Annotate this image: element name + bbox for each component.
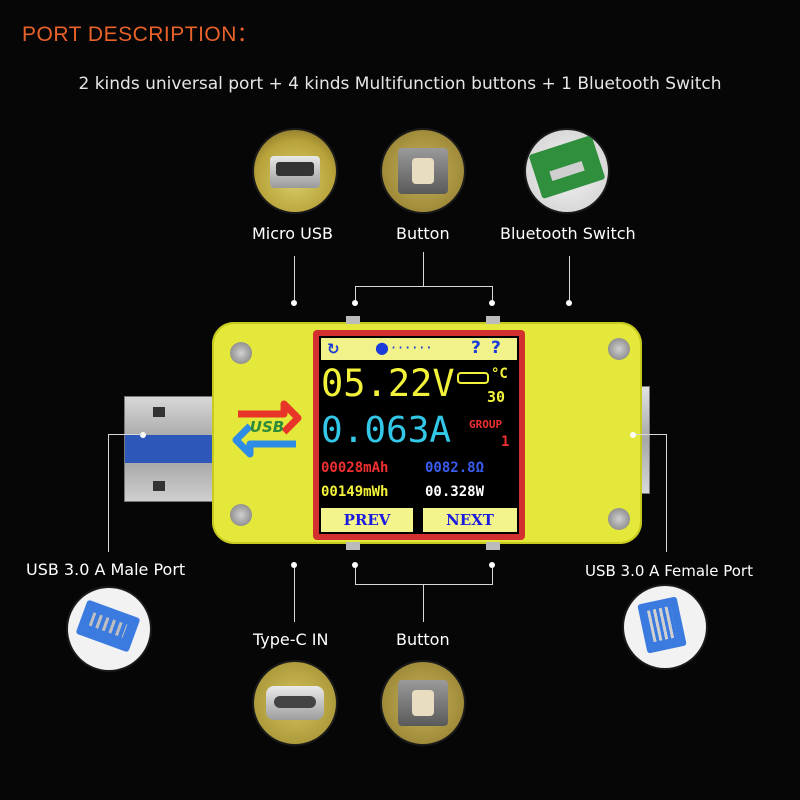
micro-usb-photo [254, 130, 336, 212]
side-button[interactable] [486, 542, 500, 550]
button-top-leader [423, 252, 424, 286]
usb-male-leader-h [108, 434, 142, 435]
button-bottom-bracket [355, 584, 493, 585]
bluetooth-switch-photo [526, 130, 608, 212]
refresh-icon: ↻ [327, 340, 340, 358]
usb-female-leader-v [666, 434, 667, 552]
group-label: GROUP [469, 418, 503, 431]
usb-female-dot [630, 432, 636, 438]
next-button[interactable]: NEXT [423, 508, 517, 532]
button-bottom-dot-right [489, 562, 495, 568]
ohm-value: 0082.8Ω [425, 460, 485, 476]
usb-female-label: USB 3.0 A Female Port [585, 562, 753, 580]
page-title: PORT DESCRIPTION： [22, 23, 259, 46]
bluetooth-switch-label: Bluetooth Switch [500, 224, 636, 243]
type-c-dot [291, 562, 297, 568]
button-bottom-dot-left [352, 562, 358, 568]
button-top-bracket-right [492, 286, 493, 300]
button-top-bracket [355, 286, 493, 287]
screw [608, 508, 630, 530]
usb-female-photo [624, 586, 706, 668]
lcd-bezel: ↻ ●······ ? ? 05.22V °C 30 0.063A GROUP … [313, 330, 525, 540]
micro-usb-leader [294, 256, 295, 300]
usb-male-plug [124, 396, 218, 502]
button-bottom-photo [382, 662, 464, 744]
bluetooth-leader [569, 256, 570, 300]
button-bottom-bracket-right [492, 568, 493, 584]
temp-unit: °C [491, 366, 508, 382]
thermometer-icon [457, 372, 489, 384]
bluetooth-dot [566, 300, 572, 306]
status-question: ? [471, 338, 481, 358]
side-button[interactable] [346, 316, 360, 324]
side-button[interactable] [346, 542, 360, 550]
voltage-value: 05.22V [321, 362, 455, 405]
button-top-photo [382, 130, 464, 212]
button-top-label: Button [396, 224, 450, 243]
arrows-icon [232, 400, 302, 458]
button-bottom-leader [423, 584, 424, 622]
button-bottom-label: Button [396, 630, 450, 649]
status-question-2: ? [491, 338, 501, 358]
usb-male-label: USB 3.0 A Male Port [26, 560, 186, 579]
button-top-bracket-left [355, 286, 356, 300]
button-bottom-bracket-left [355, 568, 356, 584]
screw [608, 338, 630, 360]
micro-usb-label: Micro USB [252, 224, 333, 243]
type-c-leader [294, 568, 295, 622]
progress-dots-icon: ●······ [375, 338, 434, 357]
screw [230, 504, 252, 526]
usb-male-leader-v [108, 434, 109, 552]
type-c-photo [254, 662, 336, 744]
button-top-dot-right [489, 300, 495, 306]
mwh-value: 00149mWh [321, 484, 389, 500]
temp-value: 30 [487, 388, 506, 406]
usb-logo-text: USB [249, 418, 285, 436]
usb-male-photo [68, 588, 150, 670]
side-button[interactable] [486, 316, 500, 324]
micro-usb-dot [291, 300, 297, 306]
mah-value: 00028mAh [321, 460, 389, 476]
lcd-screen: ↻ ●······ ? ? 05.22V °C 30 0.063A GROUP … [319, 336, 519, 534]
usb-logo: USB [232, 392, 302, 466]
type-c-label: Type-C IN [253, 630, 329, 649]
page-subtitle: 2 kinds universal port + 4 kinds Multifu… [78, 74, 722, 94]
button-top-dot-left [352, 300, 358, 306]
group-value: 1 [501, 434, 510, 450]
screw [230, 342, 252, 364]
prev-button[interactable]: PREV [321, 508, 413, 532]
usb-female-leader-h [636, 434, 666, 435]
status-bar: ↻ ●······ ? ? [321, 338, 517, 360]
usb-male-dot [140, 432, 146, 438]
current-value: 0.063A [321, 410, 452, 451]
watt-value: 00.328W [425, 484, 485, 500]
